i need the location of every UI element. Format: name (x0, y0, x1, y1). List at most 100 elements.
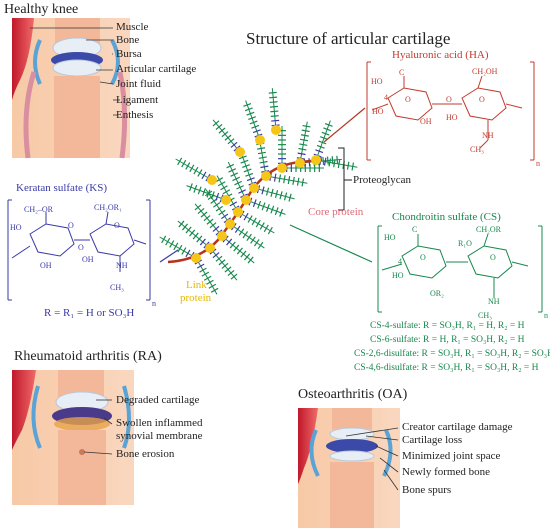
ra-label-swollen: Swollen inflammed (116, 417, 203, 429)
cs-label-ch2or: CH₂OR (476, 225, 502, 234)
bristle-stem (245, 199, 286, 215)
bristle-tick (209, 222, 217, 229)
bristle-stem (177, 220, 211, 249)
ra-label-synovial: synovial membrane (116, 430, 203, 442)
label-muscle: Muscle (116, 21, 149, 33)
ha-label-ch2oh: CH₂OH (472, 67, 498, 76)
bristle-tick (321, 131, 330, 136)
main-title: Structure of articular cartilage (246, 29, 451, 48)
bristle-tick (315, 149, 324, 154)
ha-label-ho3: HO (446, 113, 458, 122)
bristle-stem (159, 236, 197, 259)
bristle-stem (229, 223, 265, 249)
bristle-tick (215, 123, 223, 131)
bristle-tick (267, 226, 273, 235)
bristle-tick (278, 174, 282, 183)
bristle-tick (296, 177, 300, 186)
oa-heading: Osteoarthritis (OA) (298, 387, 408, 402)
label-articular-cartilage: Articular cartilage (116, 63, 197, 75)
cs-label-or2: OR₂ (430, 289, 444, 298)
bristle-tick (323, 127, 332, 132)
bristle-tick (189, 229, 196, 237)
ks-label-o2: O (114, 221, 120, 230)
cs-variant-4: CS-4,6-disulfate: R = SO₃H, R₁ = SO₃H, R… (354, 363, 539, 373)
proteoglycan-brushes (159, 88, 358, 295)
ha-label-o1: O (405, 95, 411, 104)
connector-cs (289, 224, 373, 263)
oa-label-bone-spurs: Bone spurs (402, 484, 452, 496)
bristle-tick (230, 141, 238, 148)
ha-heading: Hyaluronic acid (HA) (392, 49, 489, 61)
bristle-tick (220, 185, 228, 191)
bristle-tick (196, 263, 205, 269)
bristle-tick (300, 134, 309, 137)
cs-label-ch3: CH₃ (478, 311, 492, 320)
bristle-tick (215, 177, 224, 183)
bristle-tick (265, 187, 270, 196)
bristle-tick (203, 215, 211, 222)
bristle-tick (215, 205, 223, 212)
bristle-tick (247, 215, 253, 223)
ra-heading: Rheumatoid arthritis (RA) (14, 349, 162, 364)
bristle-tick (227, 138, 235, 145)
bristle-tick (177, 244, 183, 253)
bristle-tick (251, 124, 260, 129)
cs-label-4: 4 (398, 257, 402, 266)
cs-label-o1: O (420, 253, 426, 262)
bristle-tick (270, 205, 275, 214)
healthy-knee-bursa (33, 39, 42, 85)
bristle-stem (271, 88, 277, 131)
ha-label-o-link: O (446, 95, 452, 104)
ks-label-ho: HO (10, 223, 22, 232)
bristle-tick (257, 241, 264, 250)
bristle-stem (194, 203, 223, 237)
bristle-tick (299, 143, 308, 146)
healthy-knee-muscle (12, 18, 34, 100)
healthy-knee-tibia (54, 76, 100, 158)
bristle-tick (208, 283, 217, 289)
healthy-knee-cartilage-bottom (52, 59, 102, 77)
ks-label-ch2or: CH₂–OR (24, 205, 54, 214)
bristle-tick (212, 252, 220, 259)
bristle-tick (221, 213, 229, 220)
ra-bone-erosion (79, 449, 85, 455)
cs-label-nh: NH (488, 297, 500, 306)
ha-label-c: C (399, 68, 405, 77)
bristle-tick (243, 212, 249, 221)
bristle-tick (196, 235, 203, 243)
bristle-tick (238, 228, 245, 236)
bristle-tick (257, 151, 266, 155)
bristle-tick (218, 127, 226, 134)
bristle-tick (200, 211, 208, 218)
bristle-tick (194, 204, 202, 211)
bristle-tick (215, 192, 220, 201)
cs-label-o2: O (490, 253, 496, 262)
bristle-stem (205, 189, 231, 225)
bristle-tick (324, 122, 333, 127)
bristle-stem (221, 235, 255, 264)
ks-structure (7, 199, 151, 301)
bristle-tick (177, 157, 183, 166)
bristle-stem (237, 211, 275, 234)
bristle-tick (233, 244, 240, 252)
bristle-stem (175, 158, 213, 181)
cs-variant-3: CS-2,6-disulfate: R = SO₃H, R₁ = SO₃H, R… (354, 349, 550, 359)
bristle-tick (236, 247, 243, 255)
bristle-stem (245, 100, 261, 141)
core-protein-line (167, 158, 323, 264)
bristle-tick (261, 202, 266, 211)
bristle-tick (269, 96, 278, 99)
cs-heading: Chondroitin sulfate (CS) (392, 211, 501, 223)
bristle-tick (245, 172, 254, 177)
bristle-tick (301, 129, 310, 133)
bristle-tick (270, 110, 279, 113)
ks-label-ch2or1: CH₂OR₁ (94, 203, 122, 212)
bristle-tick (259, 160, 268, 164)
bristle-tick (242, 231, 249, 239)
cs-structure (377, 225, 543, 313)
connector-ks (159, 249, 179, 263)
bristle-tick (346, 161, 350, 170)
bristle-tick (333, 159, 336, 168)
bristle-tick (206, 189, 211, 198)
ks-substituents: R = R₁ = H or SO₃H (44, 307, 135, 319)
